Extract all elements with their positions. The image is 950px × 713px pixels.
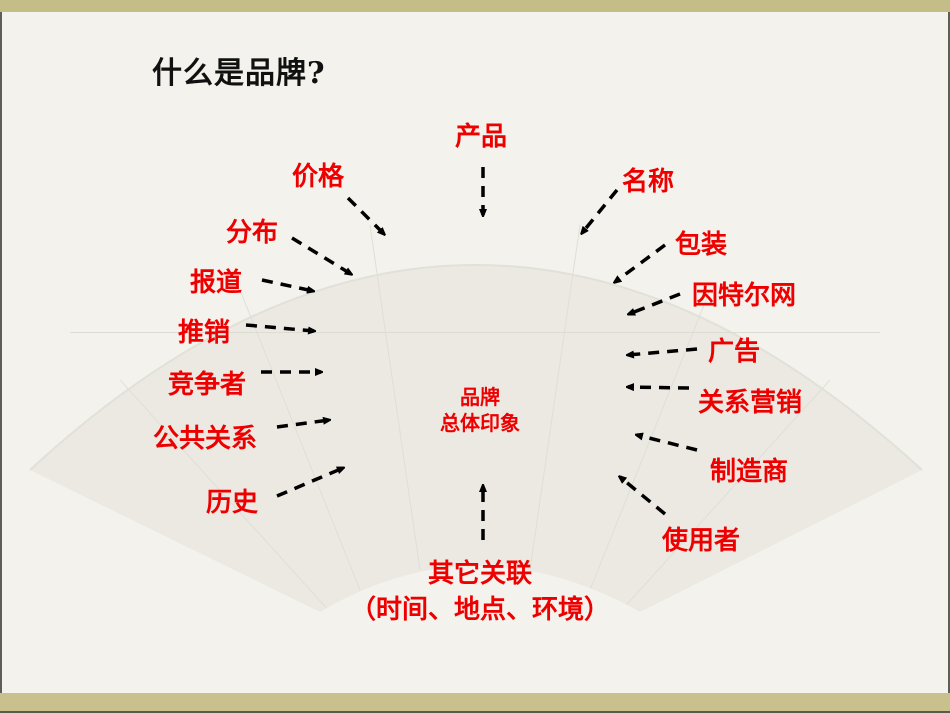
center-line1: 品牌 bbox=[460, 385, 500, 409]
bottom-node: 其它关联 （时间、地点、环境） bbox=[320, 556, 640, 628]
label-distribution: 分布 bbox=[226, 218, 279, 248]
label-competitor: 竞争者 bbox=[168, 370, 247, 400]
bottom-line1: 其它关联 bbox=[427, 559, 532, 589]
label-history: 历史 bbox=[206, 488, 259, 518]
right-edge bbox=[948, 12, 950, 693]
page-title: 什么是品牌? bbox=[152, 56, 326, 91]
label-relationship-marketing: 关系营销 bbox=[698, 388, 803, 418]
label-advertising: 广告 bbox=[708, 337, 761, 367]
label-user: 使用者 bbox=[662, 526, 741, 556]
label-promotion: 推销 bbox=[178, 318, 231, 348]
label-public-relations: 公共关系 bbox=[153, 424, 258, 454]
left-edge bbox=[0, 12, 2, 693]
label-packaging: 包装 bbox=[675, 230, 728, 260]
label-manufacturer: 制造商 bbox=[710, 457, 789, 487]
label-internet: 因特尔网 bbox=[692, 281, 797, 311]
label-product: 产品 bbox=[455, 122, 508, 152]
center-node: 品牌 总体印象 bbox=[410, 384, 550, 436]
center-line2: 总体印象 bbox=[440, 411, 520, 435]
label-price: 价格 bbox=[292, 162, 345, 192]
label-name: 名称 bbox=[622, 167, 675, 197]
bottom-line2: （时间、地点、环境） bbox=[349, 595, 610, 625]
label-report: 报道 bbox=[190, 268, 243, 298]
top-band bbox=[0, 0, 950, 12]
bottom-band bbox=[0, 693, 950, 713]
horizontal-rule bbox=[70, 332, 880, 333]
